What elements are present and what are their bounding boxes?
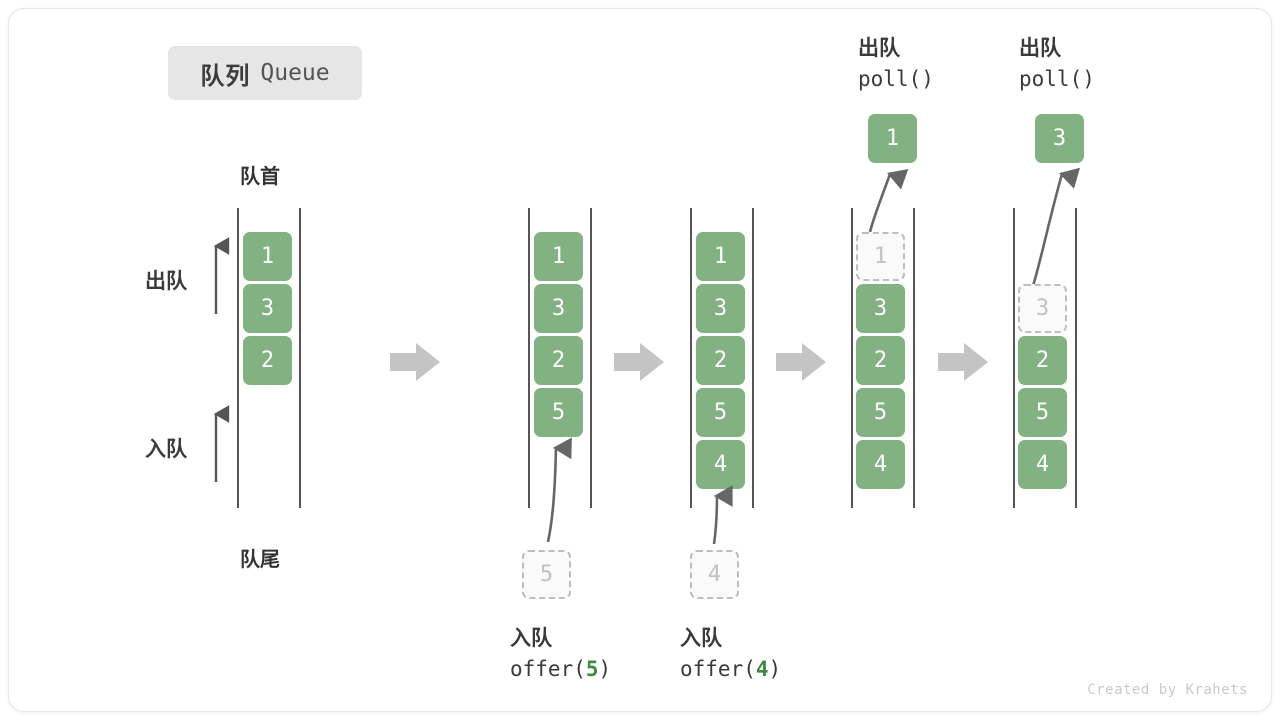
queue-cell: 2 [534, 336, 583, 385]
caption-cn-col5: 出队 [1019, 37, 1061, 60]
enqueue-motion-arrow-icon [712, 485, 733, 545]
transition-arrow-icon [614, 343, 664, 381]
transition-arrow-icon [776, 343, 826, 381]
rail-right-col4 [913, 208, 915, 508]
rail-left-col5 [1013, 208, 1015, 508]
title-badge: 队列 Queue [168, 46, 362, 100]
label-enqueue-col1: 入队 [145, 438, 187, 461]
caption-code-col3: offer(4) [680, 657, 781, 681]
rail-right-col3 [752, 208, 754, 508]
queue-cell: 5 [1018, 388, 1067, 437]
caption-code-col4: poll() [858, 67, 934, 91]
queue-cell: 4 [1018, 440, 1067, 489]
rail-left-col3 [690, 208, 692, 508]
queue-cell: 3 [696, 284, 745, 333]
vacated-ghost-cell: 1 [856, 232, 905, 281]
queue-cell: 2 [1018, 336, 1067, 385]
vacated-ghost-cell: 3 [1018, 284, 1067, 333]
incoming-ghost-cell: 4 [690, 550, 739, 599]
label-front: 队首 [240, 166, 280, 188]
title-en: Queue [260, 60, 330, 86]
queue-cell-new: 4 [696, 440, 745, 489]
queue-cell: 3 [856, 284, 905, 333]
transition-arrow-icon [390, 343, 440, 381]
incoming-ghost-cell: 5 [522, 550, 571, 599]
queue-cell: 1 [534, 232, 583, 281]
watermark: Created by Krahets [1087, 682, 1248, 698]
queue-cell: 5 [696, 388, 745, 437]
label-dequeue-col1: 出队 [145, 270, 187, 293]
caption-cn-col2: 入队 [510, 627, 552, 650]
queue-cell: 3 [243, 284, 292, 333]
caption-code-col2: offer(5) [510, 657, 611, 681]
queue-cell: 1 [243, 232, 292, 281]
enqueue-arrow-icon [213, 405, 230, 482]
popped-cell: 3 [1035, 114, 1084, 163]
rail-left-col2 [528, 208, 530, 508]
caption-code-col5: poll() [1019, 67, 1095, 91]
code-prefix: offer( [510, 657, 586, 681]
code-prefix: offer( [680, 657, 756, 681]
queue-cell: 2 [856, 336, 905, 385]
code-arg: 5 [585, 657, 599, 681]
caption-cn-col4: 出队 [858, 37, 900, 60]
queue-cell: 5 [856, 388, 905, 437]
code-suffix: ) [598, 657, 612, 681]
label-rear: 队尾 [240, 549, 280, 571]
queue-cell: 2 [243, 336, 292, 385]
caption-cn-col3: 入队 [680, 627, 722, 650]
dequeue-motion-arrow-icon [1031, 167, 1080, 287]
transition-arrow-icon [938, 343, 988, 381]
rail-right-col1 [299, 208, 301, 508]
code-arg: 4 [755, 657, 769, 681]
dequeue-arrow-icon [213, 237, 230, 314]
queue-cell-new: 5 [534, 388, 583, 437]
queue-cell: 3 [534, 284, 583, 333]
popped-cell: 1 [868, 114, 917, 163]
queue-cell: 1 [696, 232, 745, 281]
rail-right-col2 [590, 208, 592, 508]
enqueue-motion-arrow-icon [546, 437, 572, 543]
code-suffix: ) [768, 657, 782, 681]
rail-left-col4 [851, 208, 853, 508]
rail-left-col1 [237, 208, 239, 508]
title-cn: 队列 [200, 62, 251, 90]
dequeue-motion-arrow-icon [868, 168, 909, 233]
queue-cell: 4 [856, 440, 905, 489]
queue-cell: 2 [696, 336, 745, 385]
rail-right-col5 [1075, 208, 1077, 508]
